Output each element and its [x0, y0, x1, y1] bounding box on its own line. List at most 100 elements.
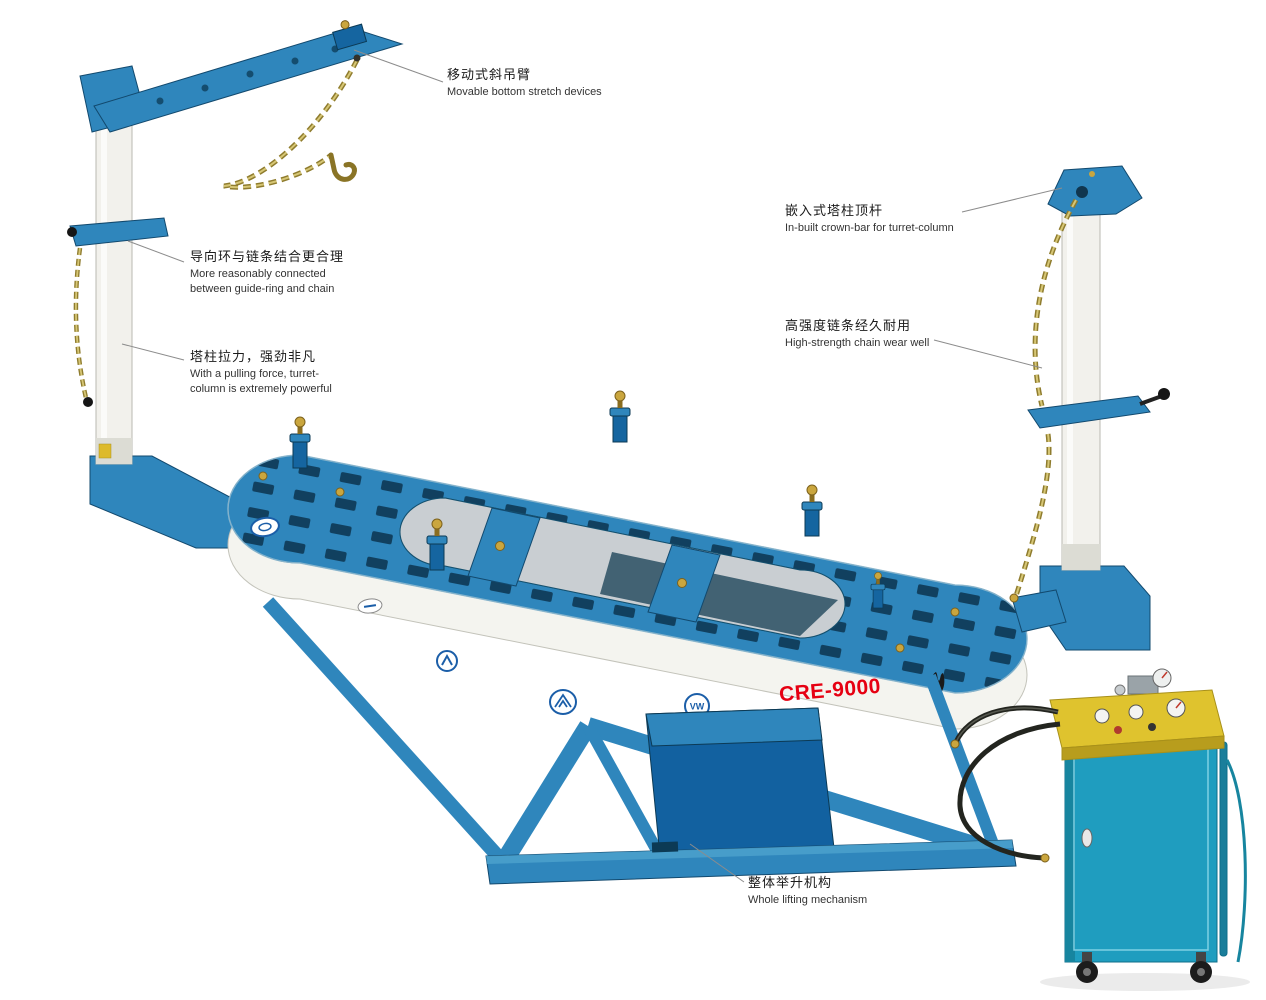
lift-center-box-top — [645, 707, 823, 747]
crown-pulley — [1076, 186, 1088, 198]
deck-bolt — [335, 487, 345, 497]
crown-bolt — [1089, 171, 1095, 177]
crown-bar — [1047, 165, 1143, 217]
gauge-needle — [1161, 671, 1168, 679]
lift-strut — [262, 597, 511, 869]
lift-strut — [582, 723, 666, 859]
deck-rim — [227, 454, 1028, 694]
control-button — [1114, 726, 1122, 734]
vw-logo-text: VW — [690, 702, 705, 712]
column-shade — [1062, 544, 1100, 570]
control-cabinet — [950, 668, 1250, 991]
clamp-knob — [67, 227, 77, 237]
hose-fitting — [950, 739, 960, 749]
clamp-knob — [1158, 388, 1170, 400]
callout-crown-bar: 嵌入式塔柱顶杆 In-built crown-bar for turret-co… — [785, 200, 954, 236]
deck-clamp — [801, 484, 823, 537]
left-tower — [67, 20, 404, 549]
callout-en-text: More reasonably connected — [190, 268, 326, 280]
boom-arm — [93, 27, 404, 133]
deck-clamp — [609, 390, 631, 443]
column-highlight — [101, 116, 107, 460]
leader-lines — [121, 49, 1063, 883]
lift-base-highlight — [486, 840, 1013, 864]
callout-guide-ring: 导向环与链条结合更合理 More reasonably connected be… — [190, 246, 344, 296]
scissor-lift — [262, 597, 1017, 885]
cabinet-side-shade — [1065, 736, 1075, 962]
boom-chain — [223, 54, 361, 190]
brand-logo-oval-2 — [357, 598, 383, 614]
gauge-needle — [1175, 701, 1182, 709]
guide-ring-clamp — [69, 217, 169, 247]
lift-hinge — [651, 841, 679, 853]
boom-clamp — [332, 20, 368, 51]
callout-en-text: column is extremely powerful — [190, 382, 332, 395]
hose-highlight — [955, 707, 1059, 743]
callout-chain-wear: 高强度链条经久耐用 High-strength chain wear well — [785, 315, 929, 351]
callout-en-text: between guide-ring and chain — [190, 282, 335, 295]
cabinet-body — [1064, 735, 1218, 963]
boom-hole — [291, 57, 299, 65]
mazda-logo — [549, 689, 577, 715]
lift-strut — [924, 673, 1002, 855]
callout-en-text: Whole lifting mechanism — [748, 894, 868, 906]
leader-line-turret — [121, 343, 185, 361]
warning-sticker — [98, 443, 112, 459]
brand-logo-oval — [250, 516, 280, 538]
callout-lifting: 整体举升机构 Whole lifting mechanism — [748, 872, 867, 908]
callout-zh-text: 导向环与链条结合更合理 — [190, 249, 345, 264]
brand-logo-round — [436, 650, 458, 672]
cabinet-shadow — [1040, 973, 1250, 991]
chain-hook — [328, 152, 357, 182]
callout-en-text: High-strength chain wear well — [785, 337, 930, 349]
chain-clamp — [1027, 395, 1151, 429]
callout-zh-text: 高强度链条经久耐用 — [785, 318, 912, 333]
callout-zh-text: 整体举升机构 — [748, 875, 833, 890]
leader-line-guide-ring — [127, 240, 185, 263]
deck-bolt — [258, 471, 268, 481]
deck-bolt — [950, 607, 960, 617]
pressure-gauge — [1094, 708, 1110, 724]
boom-hole — [246, 70, 254, 78]
chain-shackle — [1009, 593, 1019, 603]
boom-hole — [156, 97, 164, 105]
right-tower — [1027, 165, 1170, 651]
callout-zh-text: 移动式斜吊臂 — [447, 67, 532, 82]
hydraulic-hose — [957, 721, 1061, 861]
caster-wheel — [1076, 952, 1098, 983]
fitting — [1114, 684, 1126, 696]
leader-line-chain — [933, 339, 1043, 369]
right-tower-chain — [1009, 198, 1079, 603]
callout-zh-text: 塔柱拉力，强劲非凡 — [190, 349, 317, 364]
cabinet-handle-bar — [1219, 741, 1228, 957]
callout-en-text: In-built crown-bar for turret-column — [785, 222, 954, 234]
control-panel-edge — [1061, 735, 1225, 761]
callout-en-text: With a pulling force, turret- — [190, 368, 319, 380]
deck-slots — [228, 455, 1027, 693]
control-button — [1148, 723, 1156, 731]
leader-line-movable — [353, 49, 444, 83]
leader-line-crown — [961, 187, 1063, 213]
leader-line-lift — [689, 843, 745, 883]
power-cord — [1225, 759, 1247, 963]
platform-deck: VW — [227, 390, 1067, 730]
chain-end-knob — [83, 397, 93, 407]
callout-movable-stretch: 移动式斜吊臂 Movable bottom stretch devices — [447, 64, 602, 100]
deck-clamp — [289, 416, 311, 469]
lift-strut — [492, 721, 596, 873]
boom-hole — [201, 84, 209, 92]
left-column-chain — [73, 247, 93, 407]
column-highlight — [1067, 202, 1073, 566]
deck-bolt — [677, 578, 687, 588]
deck-right-connector — [1011, 589, 1067, 633]
door-lock — [1081, 828, 1093, 848]
clamp-handle — [1139, 394, 1163, 406]
deck-opening-shadow — [600, 552, 838, 636]
callout-en-text: Movable bottom stretch devices — [447, 86, 602, 98]
caster-wheel — [1190, 952, 1212, 983]
hose-fitting — [1040, 853, 1050, 863]
deck-bolt — [495, 541, 505, 551]
deck-bolt — [895, 643, 905, 653]
